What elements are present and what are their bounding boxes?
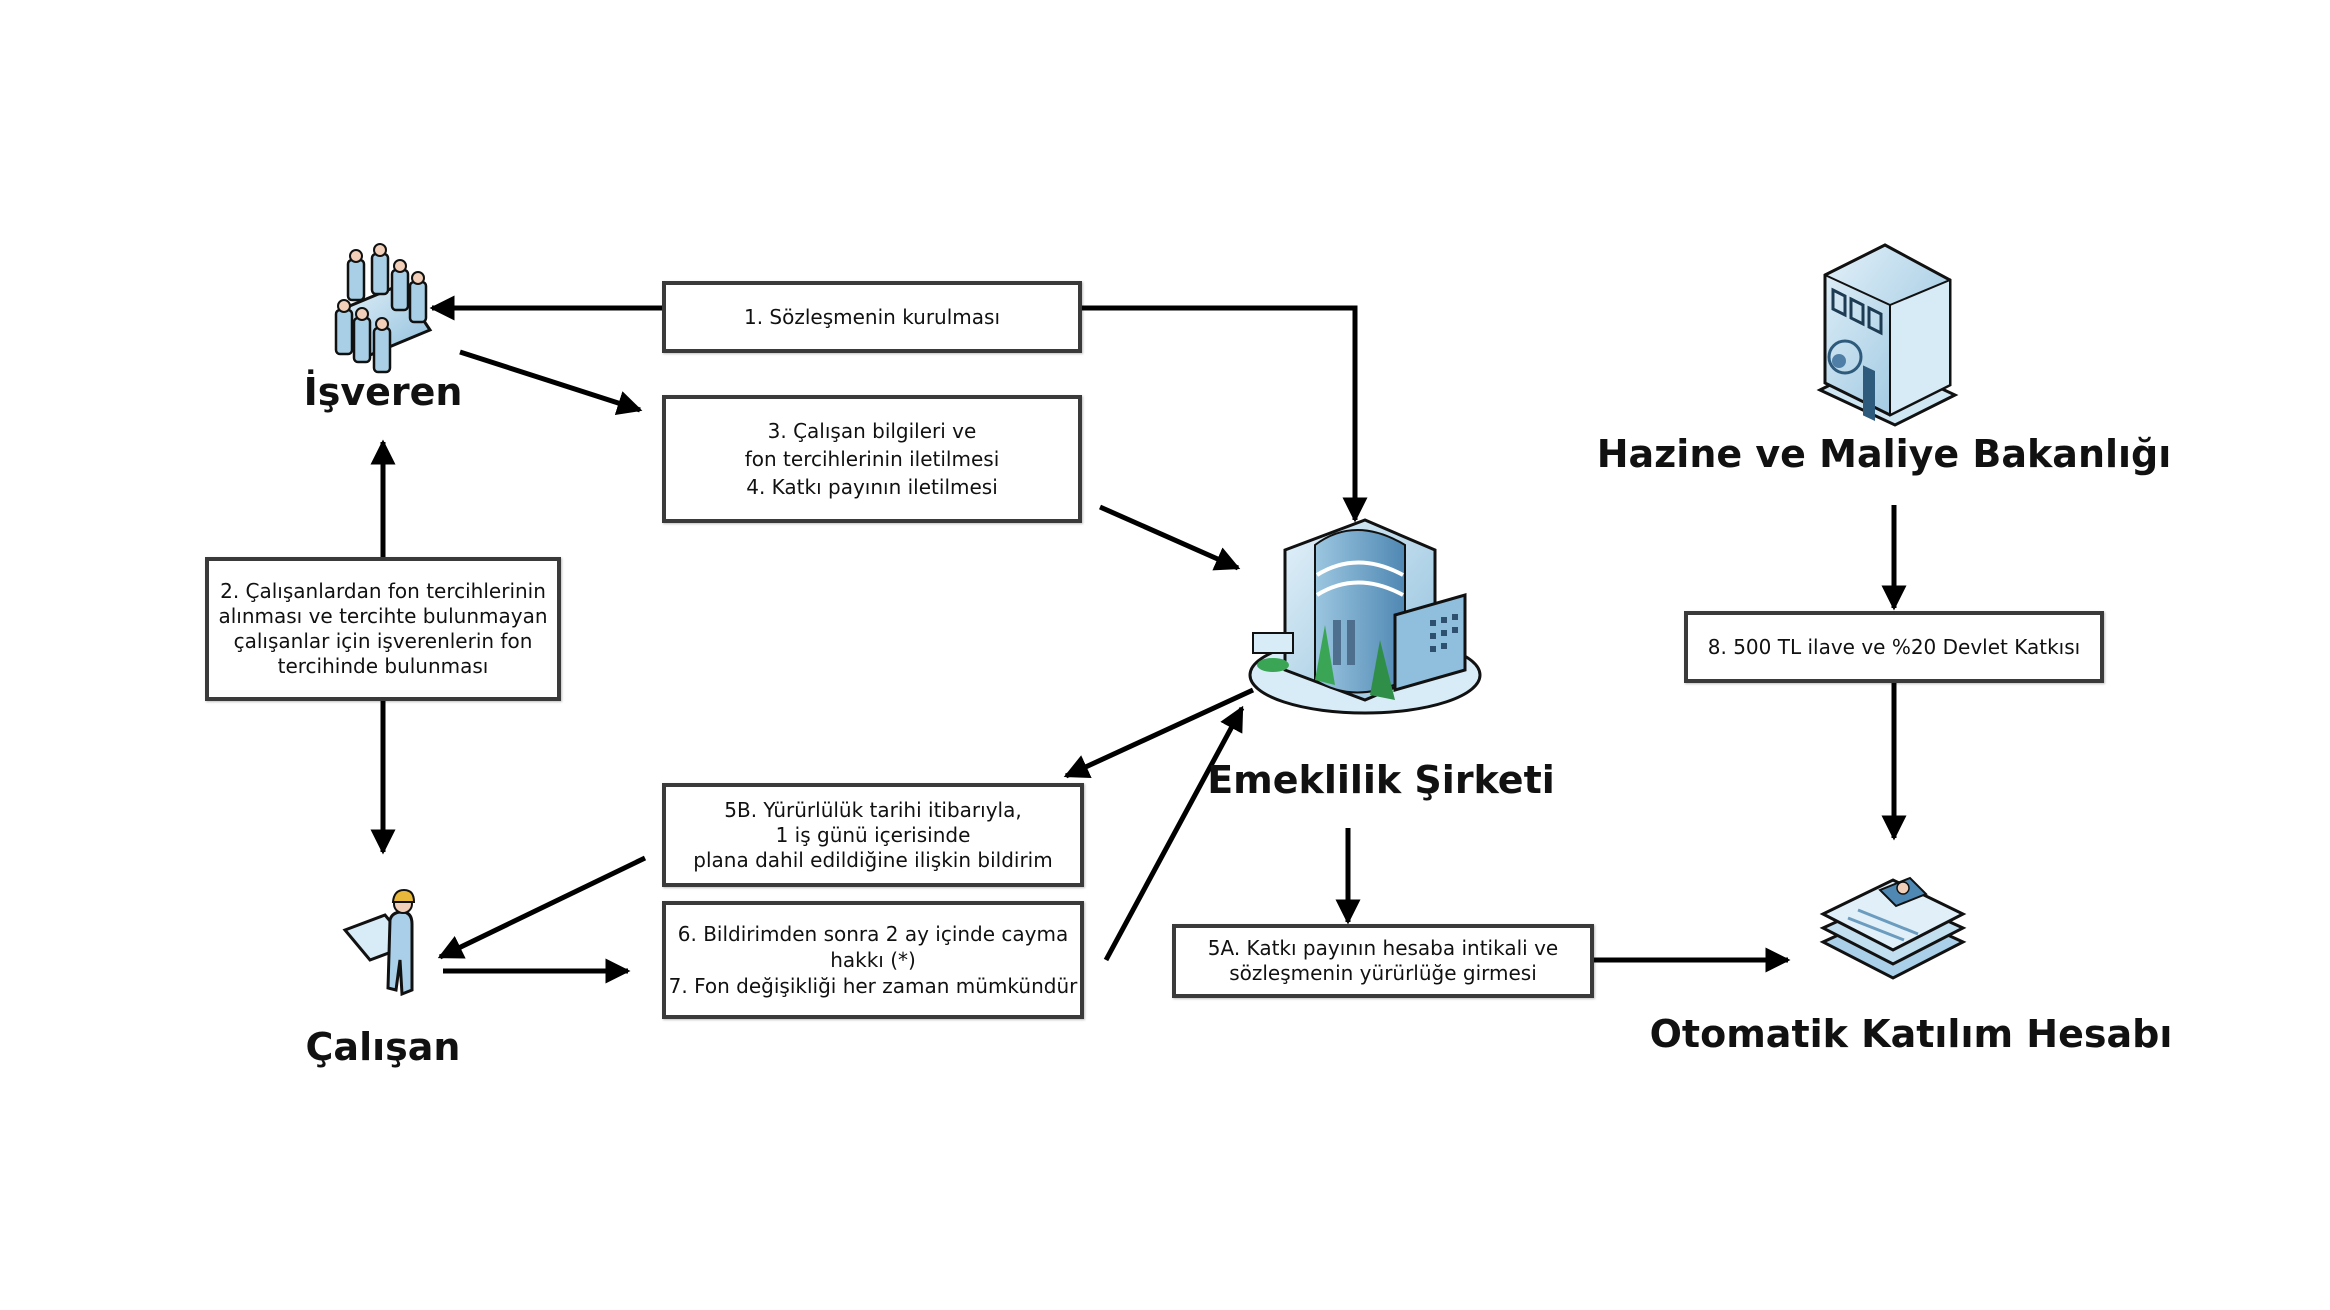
pension-company-label: Emeklilik Şirketi (1207, 758, 1555, 802)
ministry-label: Hazine ve Maliye Bakanlığı (1596, 432, 2172, 476)
arrow-step1-to-pension-company (1080, 305, 1368, 523)
step5b-line-2: 1 iş günü içerisinde (775, 822, 971, 847)
arrow-pension-company-to-step5b (1063, 687, 1255, 779)
step34-box: 3. Çalışan bilgileri ve fon tercihlerini… (662, 395, 1082, 523)
employee-label: Çalışan (305, 1025, 461, 1069)
step5a-line-2: sözleşmenin yürürlüğe girmesi (1229, 961, 1537, 985)
meeting-group-icon (334, 243, 433, 374)
step8-line: 8. 500 TL ilave ve %20 Devlet Katkısı (1707, 635, 2081, 659)
employer-label: İşveren (303, 370, 463, 414)
step2-box: 2. Çalışanlardan fon tercihlerinin alınm… (205, 557, 561, 701)
step5b-line-3: plana dahil edildiğine ilişkin bildirim (693, 847, 1053, 872)
arrow-step67-to-pension-company (1103, 705, 1245, 962)
step5b-line-1: 5B. Yürürlülük tarihi itibarıyla, (724, 797, 1022, 822)
worker-with-blueprint-icon (342, 888, 416, 997)
step2-line-1: 2. Çalışanlardan fon tercihlerinin (220, 579, 546, 603)
step2-line-3: çalışanlar için işverenlerin fon (233, 629, 533, 653)
step7-line: 7. Fon değişikliği her zaman mümkündür (668, 974, 1078, 998)
step8-box: 8. 500 TL ilave ve %20 Devlet Katkısı (1684, 611, 2104, 683)
step4-line: 4. Katkı payının iletilmesi (746, 475, 998, 499)
step3-line-2: fon tercihlerinin iletilmesi (744, 447, 1000, 471)
step1-box: 1. Sözleşmenin kurulması (662, 281, 1082, 353)
arrow-step5b-to-employee (437, 855, 647, 960)
arrow-employer-to-step34 (459, 349, 643, 415)
office-building-icon (1248, 518, 1482, 715)
account-label: Otomatik Katılım Hesabı (1649, 1012, 2173, 1056)
arrow-step34-to-pension-company (1098, 504, 1241, 571)
step6-line-1: 6. Bildirimden sonra 2 ay içinde cayma (677, 922, 1069, 946)
step3-line-1: 3. Çalışan bilgileri ve (767, 419, 977, 443)
step2-line-4: tercihinde bulunması (277, 654, 489, 678)
step67-box: 6. Bildirimden sonra 2 ay içinde cayma h… (662, 901, 1084, 1019)
step1-line: 1. Sözleşmenin kurulması (743, 305, 1000, 329)
step5a-line-1: 5A. Katkı payının hesaba intikali ve (1207, 936, 1559, 960)
step5a-box: 5A. Katkı payının hesaba intikali ve söz… (1172, 924, 1594, 998)
document-stack-icon (1819, 876, 1967, 980)
step5b-box: 5B. Yürürlülük tarihi itibarıyla, 1 iş g… (662, 783, 1084, 887)
step6-line-2: hakkı (*) (830, 948, 916, 972)
step2-line-2: alınması ve tercihte bulunmayan (218, 604, 548, 628)
government-building-icon (1816, 243, 1959, 427)
